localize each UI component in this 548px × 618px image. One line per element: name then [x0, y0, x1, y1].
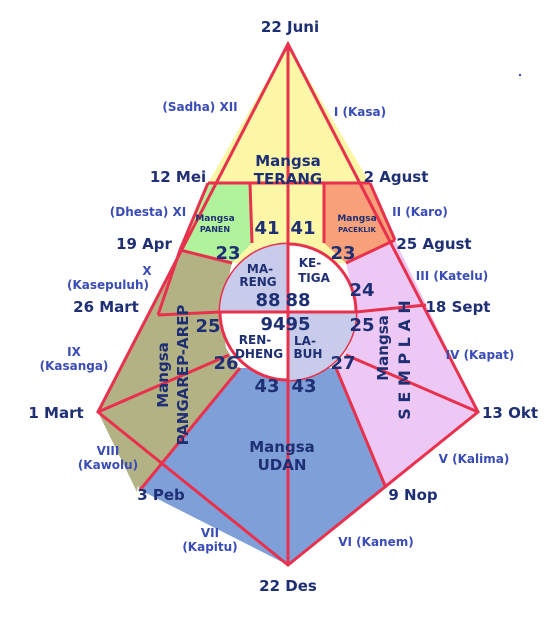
line-nop-circle — [334, 367, 388, 489]
line-mart26-circle — [157, 310, 221, 317]
wuku-ketiga-2: TIGA — [298, 271, 331, 285]
wuku-labuh-1: LA- — [294, 334, 316, 348]
days-udan-right: 43 — [291, 376, 316, 397]
season-paceklik-2: PACEKLIK — [338, 226, 376, 234]
month-ii: II (Karo) — [392, 205, 448, 219]
wuku-rendheng-2: DHENG — [235, 347, 283, 361]
date-top: 22 Juni — [261, 18, 319, 36]
line-peb-circle — [138, 367, 242, 491]
month-vii-name: (Kapitu) — [182, 540, 237, 554]
date-mart1: 1 Mart — [28, 404, 83, 422]
month-xi: (Dhesta) XI — [110, 205, 186, 219]
line-mart26-edge — [156, 249, 182, 316]
days-terang-right: 41 — [290, 218, 315, 239]
line-mei-apr — [178, 182, 210, 251]
date-mei: 12 Mei — [150, 168, 206, 186]
month-x-name: (Kasepuluh) — [67, 278, 149, 292]
month-i: I (Kasa) — [334, 105, 386, 119]
date-okt: 13 Okt — [482, 404, 538, 422]
days-udan-left: 43 — [254, 376, 279, 397]
days-mareng: 88 — [255, 290, 280, 311]
days-paceklik: 23 — [330, 243, 355, 264]
line-agust25-circle — [345, 238, 396, 265]
season-udan-1: Mangsa — [249, 438, 315, 456]
date-mart26: 26 Mart — [73, 298, 139, 316]
days-sept-bottom: 25 — [349, 315, 374, 336]
days-okt: 27 — [330, 353, 355, 374]
month-v: V (Kalima) — [439, 452, 510, 466]
month-vi: VI (Kanem) — [338, 535, 413, 549]
season-terang-1: Mangsa — [255, 152, 321, 170]
month-x-num: X — [142, 264, 152, 278]
days-panen: 23 — [215, 243, 240, 264]
month-viii-name: (Kawolu) — [78, 458, 138, 472]
date-agust2: 2 Agust — [364, 168, 429, 186]
line-panen-right — [248, 182, 254, 244]
date-apr: 19 Apr — [116, 235, 172, 253]
season-panen-2: PANEN — [200, 225, 230, 234]
days-ketiga: 88 — [285, 290, 310, 311]
season-terang-2: TERANG — [254, 170, 323, 188]
quadrant-labuh — [288, 312, 356, 380]
date-agust25: 25 Agust — [396, 235, 471, 253]
season-udan-2: UDAN — [258, 456, 307, 474]
season-pangarep-1: Mangsa — [154, 342, 172, 408]
month-viii-num: VIII — [97, 444, 120, 458]
date-peb: 3 Peb — [137, 486, 185, 504]
line-okt-circle — [345, 353, 479, 414]
wuku-labuh-2: BUH — [294, 347, 323, 361]
date-nop: 9 Nop — [388, 486, 438, 504]
wuku-mareng-1: MA- — [247, 262, 273, 276]
quadrant-mareng — [220, 244, 288, 312]
region-panen-overlay — [180, 183, 252, 263]
season-paceklik-1: Mangsa — [337, 214, 376, 224]
wuku-ketiga-1: KE- — [299, 256, 321, 270]
line-apr-circle — [179, 248, 233, 265]
days-rendheng: 94 — [260, 314, 285, 335]
line-agust-25 — [368, 182, 397, 241]
month-iii: III (Katelu) — [416, 269, 488, 283]
month-ix-name: (Kasanga) — [40, 359, 109, 373]
date-bottom: 22 Des — [259, 577, 317, 595]
region-semplah — [336, 240, 478, 488]
wuku-mareng-2: RENG — [239, 275, 276, 289]
season-pangarep-2: PANGAREP-AREP — [174, 305, 192, 446]
date-sept: 18 Sept — [426, 298, 491, 316]
season-panen-1: Mangsa — [195, 214, 234, 224]
region-pangarep-main — [98, 251, 238, 490]
wuku-rendheng-1: REN- — [239, 333, 271, 347]
season-semplah-1: Mangsa — [374, 315, 392, 381]
month-vii-num: VII — [201, 526, 219, 540]
corner-dot — [518, 73, 522, 77]
days-sept-top: 24 — [349, 280, 374, 301]
month-ix-num: IX — [67, 345, 81, 359]
days-labuh: 95 — [285, 314, 310, 335]
days-mart-top: 25 — [195, 316, 220, 337]
month-xii: (Sadha) XII — [162, 100, 237, 114]
month-iv: IV (Kapat) — [446, 348, 515, 362]
days-mart-bottom: 26 — [213, 353, 238, 374]
season-semplah-2: S E M P L A H — [395, 300, 414, 420]
line-sept-circle — [355, 303, 427, 314]
days-terang-left: 41 — [254, 218, 279, 239]
line-mart1-circle — [97, 353, 230, 414]
